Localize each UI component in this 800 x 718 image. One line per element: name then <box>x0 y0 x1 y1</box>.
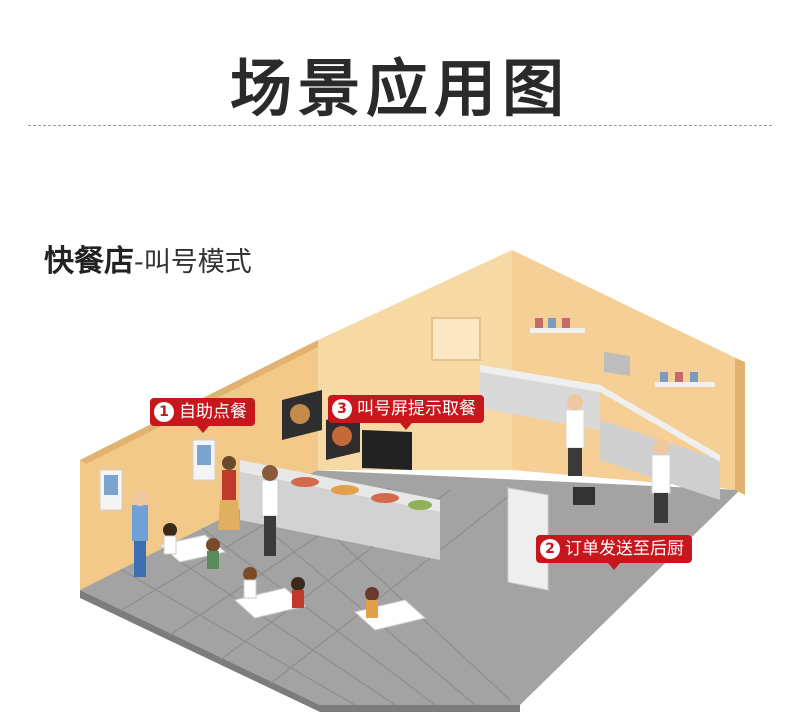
callout-number: 3 <box>332 399 352 419</box>
customer-in-line <box>261 465 279 556</box>
customer-ordering <box>218 456 240 530</box>
callout-kitchen-order: 2 订单发送至后厨 <box>536 535 692 570</box>
callout-label: 自助点餐 <box>179 402 247 422</box>
seated-customers <box>163 523 379 618</box>
scene-heading-main: 快餐店 <box>44 244 134 279</box>
customer-at-kiosk <box>132 490 148 577</box>
callout-self-order: 1 自助点餐 <box>150 398 255 433</box>
chef-2 <box>651 439 671 523</box>
callout-number: 2 <box>540 539 560 559</box>
restaurant-illustration <box>80 250 745 712</box>
kiosk-1 <box>99 469 123 511</box>
chef-1 <box>565 394 585 476</box>
scene-heading-suffix: -叫号模式 <box>134 247 252 278</box>
right-wall-side <box>735 358 745 495</box>
callout-number: 1 <box>154 402 174 422</box>
page-title: 场景应用图 <box>229 52 570 125</box>
callout-call-screen: 3 叫号屏提示取餐 <box>328 395 484 430</box>
order-printer <box>573 487 595 505</box>
food-trays <box>291 477 432 510</box>
kitchen-door <box>507 487 549 591</box>
call-number-screen <box>362 430 412 470</box>
kiosk-2 <box>192 439 216 481</box>
scene-heading: 快餐店-叫号模式 <box>44 236 252 280</box>
exhaust-hood <box>604 352 630 376</box>
kitchen-window <box>431 317 481 361</box>
callout-label: 叫号屏提示取餐 <box>357 399 476 419</box>
divider <box>28 125 772 126</box>
callout-label: 订单发送至后厨 <box>565 539 684 559</box>
serving-counter-front <box>240 472 440 560</box>
kitchen-shelves <box>530 318 715 387</box>
floor <box>80 470 740 705</box>
kitchen-counter-top <box>480 365 720 462</box>
